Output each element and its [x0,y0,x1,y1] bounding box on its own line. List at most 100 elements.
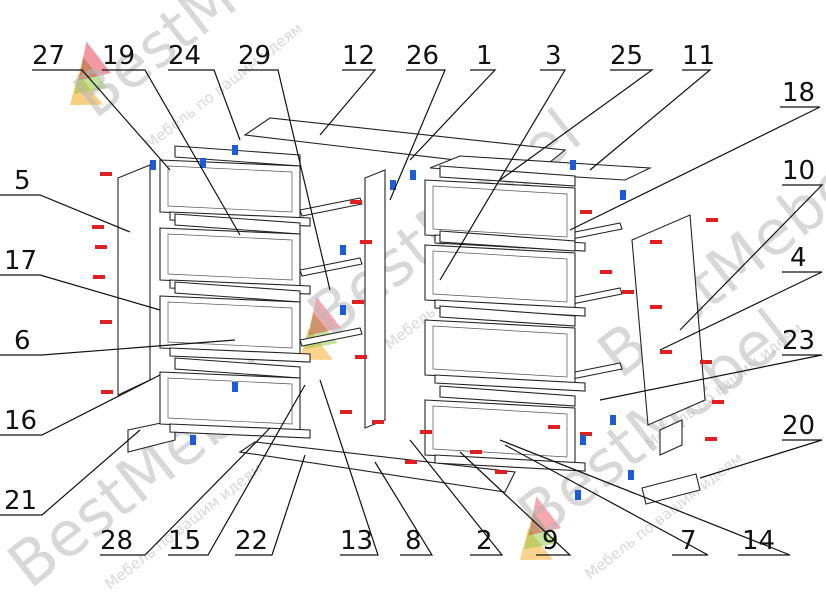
leader-23 [599,354,823,401]
callout-28: 28 [100,526,133,556]
left-side-panel [117,164,151,396]
drawer-inner [432,325,568,378]
callout-4: 4 [790,243,807,273]
dowel-fastener [620,190,626,200]
drawer-inner [432,250,568,303]
leader-21 [0,429,141,516]
leader-14 [499,439,791,556]
leader-16 [0,374,161,436]
drawer-runner [299,327,363,347]
watermark-logo [70,41,111,105]
dowel-fastener [580,435,586,445]
callout-16: 16 [4,406,37,436]
leader-11 [589,69,712,171]
callout-20: 20 [782,411,815,441]
callout-5: 5 [14,166,31,196]
drawer-front [424,399,576,464]
screw-fastener [352,300,364,304]
drawer-inner [432,185,568,238]
fasteners [92,145,724,500]
callout-21: 21 [4,486,37,516]
screw-fastener [470,450,482,454]
callout-7: 7 [680,526,697,556]
left-bottom-panel [127,419,176,453]
callout-22: 22 [235,526,268,556]
drawer-front [424,319,576,384]
logo-red-leaf [78,41,111,81]
drawer-rail [439,230,576,252]
drawer-bottom [169,423,311,439]
screw-fastener [355,355,367,359]
screw-fastener [495,470,507,474]
logo-green-leaf [74,56,108,95]
callout-29: 29 [238,41,271,71]
drawer-rail [439,385,576,407]
screw-fastener [340,410,352,414]
callout-8: 8 [405,526,422,556]
dowel-fastener [575,490,581,500]
callout-leaders [0,69,824,556]
callout-9: 9 [542,526,559,556]
callout-labels: 27 19 24 29 12 26 1 3 25 11 18 10 4 23 2… [4,41,815,556]
dowel-fastener [390,180,396,190]
center-partition [364,169,386,429]
leader-1 [409,69,497,161]
callout-10: 10 [782,156,815,186]
screw-fastener [622,290,634,294]
callout-23: 23 [782,326,815,356]
right-side-panel [631,214,706,426]
drawer-inner [167,165,293,213]
drawer-inner [432,405,568,458]
leader-2 [409,439,504,556]
screw-fastener [101,390,113,394]
leader-4 [659,271,823,351]
leader-9 [459,451,572,556]
callout-3: 3 [545,41,562,71]
drawer-inner [167,377,293,425]
leader-6 [0,339,236,356]
dowel-fastener [232,145,238,155]
callout-17: 17 [4,246,37,276]
drawer-bottom [434,374,586,392]
drawer-rail [439,165,576,187]
screw-fastener [600,270,612,274]
callout-14: 14 [742,526,775,556]
screw-fastener [650,240,662,244]
leader-13 [319,379,379,556]
screw-fastener [372,420,384,424]
dowel-fastener [150,160,156,170]
dowel-fastener [232,382,238,392]
screw-fastener [100,320,112,324]
leader-29 [238,69,331,291]
leader-7 [504,444,709,556]
screw-fastener [660,350,672,354]
screw-fastener [712,400,724,404]
drawer-bottom [434,454,586,472]
dowel-fastener [340,305,346,315]
screw-fastener [100,172,112,176]
screw-fastener [95,245,107,249]
leader-27 [32,69,171,171]
leader-24 [168,69,241,141]
dowel-fastener [628,470,634,480]
leader-17 [0,274,161,311]
leader-19 [102,69,241,236]
dowel-fastener [340,245,346,255]
callout-24: 24 [168,41,201,71]
drawer-rail [439,305,576,327]
leader-28 [100,427,271,556]
screw-fastener [548,425,560,429]
leader-25 [499,69,654,181]
callout-1: 1 [476,41,493,71]
callout-15: 15 [168,526,201,556]
callout-11: 11 [682,41,715,71]
callout-12: 12 [342,41,375,71]
drawer-inner [167,301,293,349]
dowel-fastener [190,435,196,445]
dowel-fastener [570,160,576,170]
screw-fastener [93,275,105,279]
drawer-bottom [169,347,311,363]
screw-fastener [650,305,662,309]
leader-18 [569,106,821,231]
logo-red-leaf [528,496,561,536]
